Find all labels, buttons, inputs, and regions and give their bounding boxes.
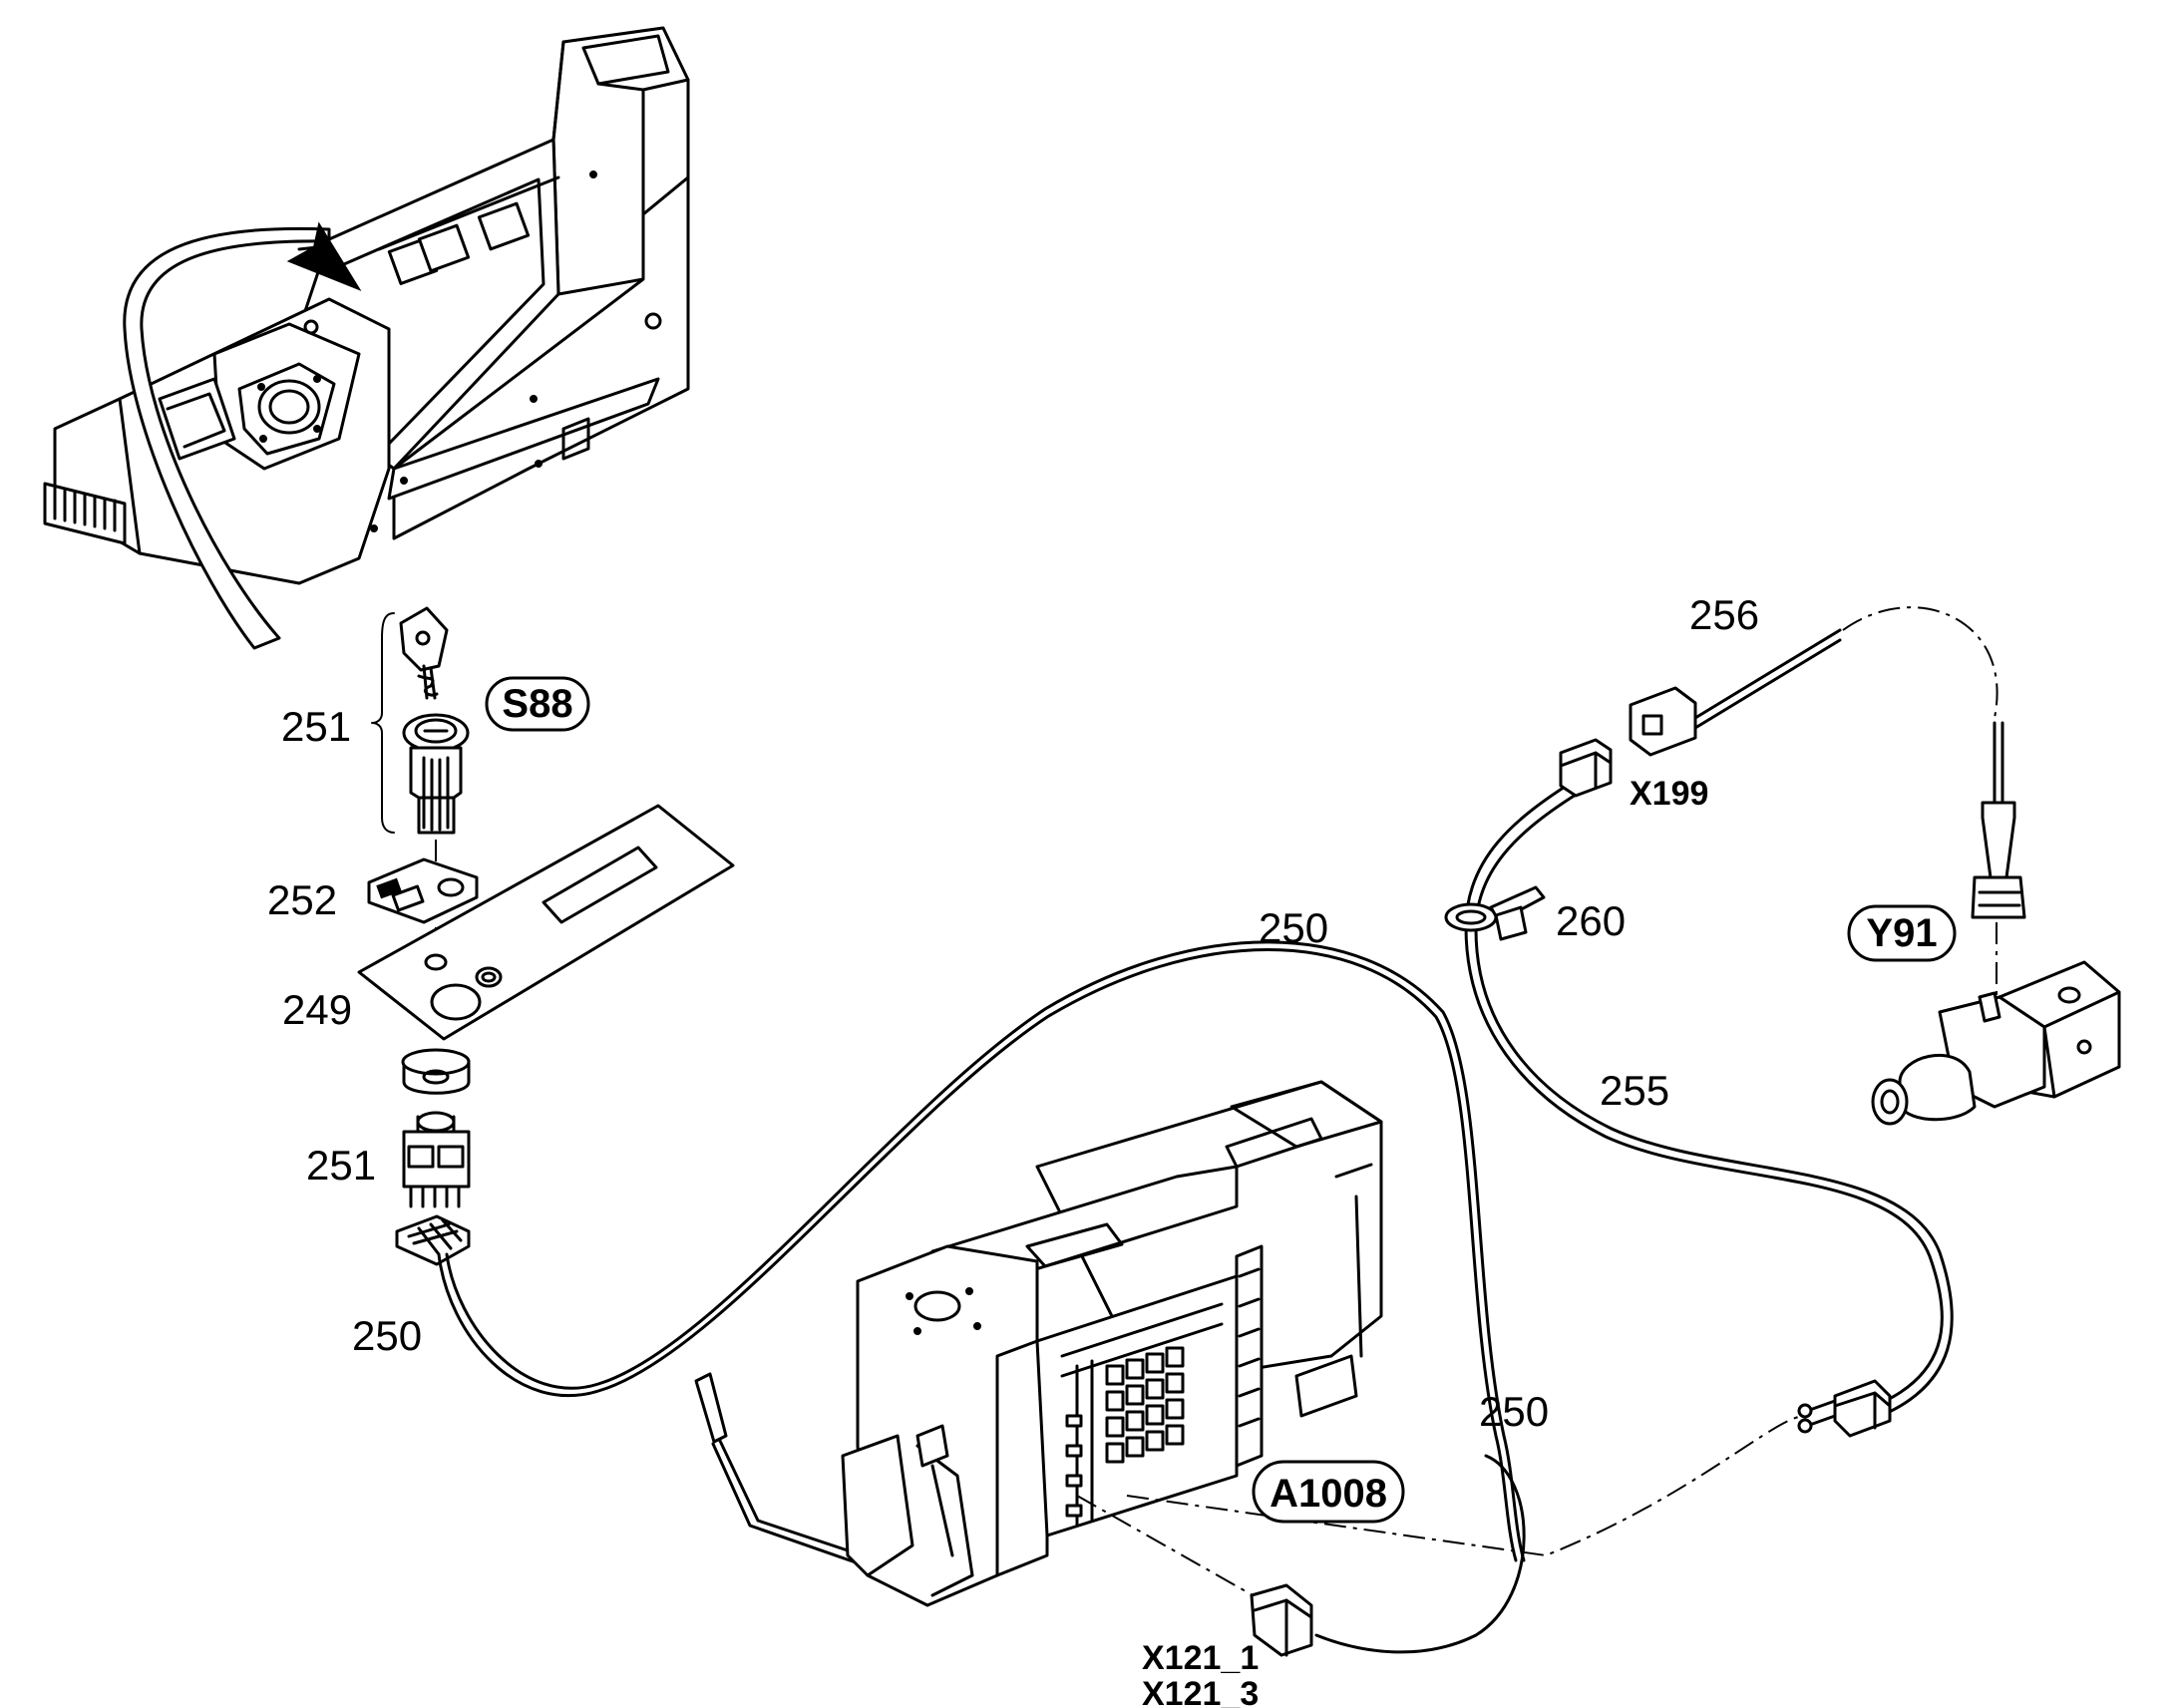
tag-y91: Y91 (1847, 904, 1957, 962)
tag-a1008-text: A1008 (1270, 1472, 1387, 1516)
relay-bank (1105, 1346, 1185, 1464)
harness-255 (1464, 778, 1954, 1418)
leader-to-255 (1126, 1415, 1806, 1557)
key-icon (399, 606, 449, 672)
harness-250 (437, 940, 1526, 1654)
callout-250-right: 250 (1479, 1388, 1549, 1435)
x199-connector (1559, 628, 1842, 798)
label-x121-3: X121_3 (1142, 1675, 1259, 1708)
leader-256-y91 (1842, 606, 1998, 719)
callout-256: 256 (1689, 591, 1759, 638)
x121-connector (1250, 1583, 1313, 1657)
console-housing (43, 26, 690, 650)
diode-connector (1797, 1379, 1892, 1438)
connector-plug (395, 1214, 471, 1266)
callout-250-left: 250 (352, 1312, 422, 1359)
tag-s88: S88 (485, 676, 590, 732)
label-x199: X199 (1630, 775, 1708, 813)
control-unit-a1008 (694, 1080, 1383, 1607)
tag-a1008: A1008 (1252, 1460, 1405, 1524)
callout-249: 249 (282, 986, 352, 1033)
callout-251-top: 251 (281, 703, 351, 750)
y91-valve (1871, 721, 2121, 1126)
callout-252: 252 (267, 876, 337, 923)
callout-260: 260 (1556, 897, 1626, 944)
leader-x121 (1076, 1495, 1263, 1601)
part-249-cover-plate (357, 804, 735, 1041)
tag-y91-text: Y91 (1866, 911, 1937, 955)
label-x121-1: X121_1 (1142, 1639, 1259, 1677)
callout-250-top: 250 (1259, 904, 1328, 951)
callout-255: 255 (1600, 1067, 1669, 1114)
cable-tie-260 (1444, 885, 1546, 941)
callout-251-bottom: 251 (306, 1142, 376, 1189)
key-switch-assembly (357, 606, 735, 1266)
tag-s88-text: S88 (502, 682, 572, 726)
